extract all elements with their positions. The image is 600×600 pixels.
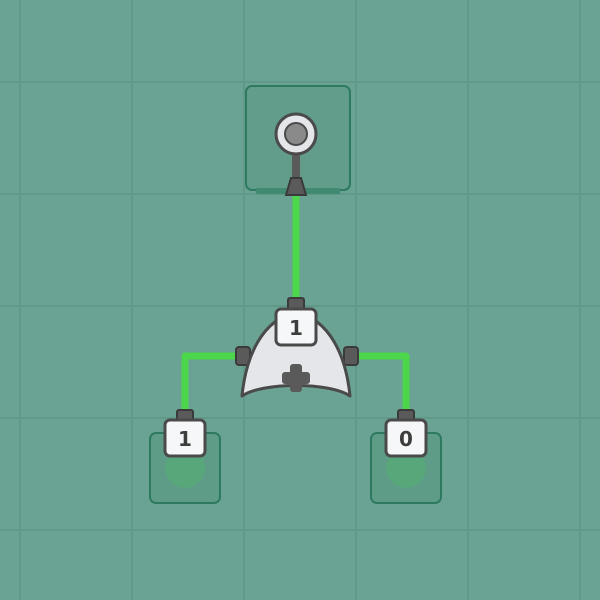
- left-input-chip: 1: [163, 409, 207, 458]
- adder-value-label: 1: [289, 316, 303, 340]
- adder-value-chip: 1: [274, 307, 318, 347]
- wires: [181, 195, 410, 418]
- plus-icon: [282, 364, 310, 392]
- right-input-chip: 0: [384, 409, 428, 458]
- lever-icon[interactable]: [274, 112, 318, 196]
- wire-right: [350, 352, 410, 418]
- right-input-value: 0: [399, 427, 413, 451]
- adder-right-port: [343, 346, 359, 366]
- left-input-value: 1: [178, 427, 192, 451]
- wire-left: [181, 352, 244, 418]
- adder-component[interactable]: 1: [235, 297, 359, 398]
